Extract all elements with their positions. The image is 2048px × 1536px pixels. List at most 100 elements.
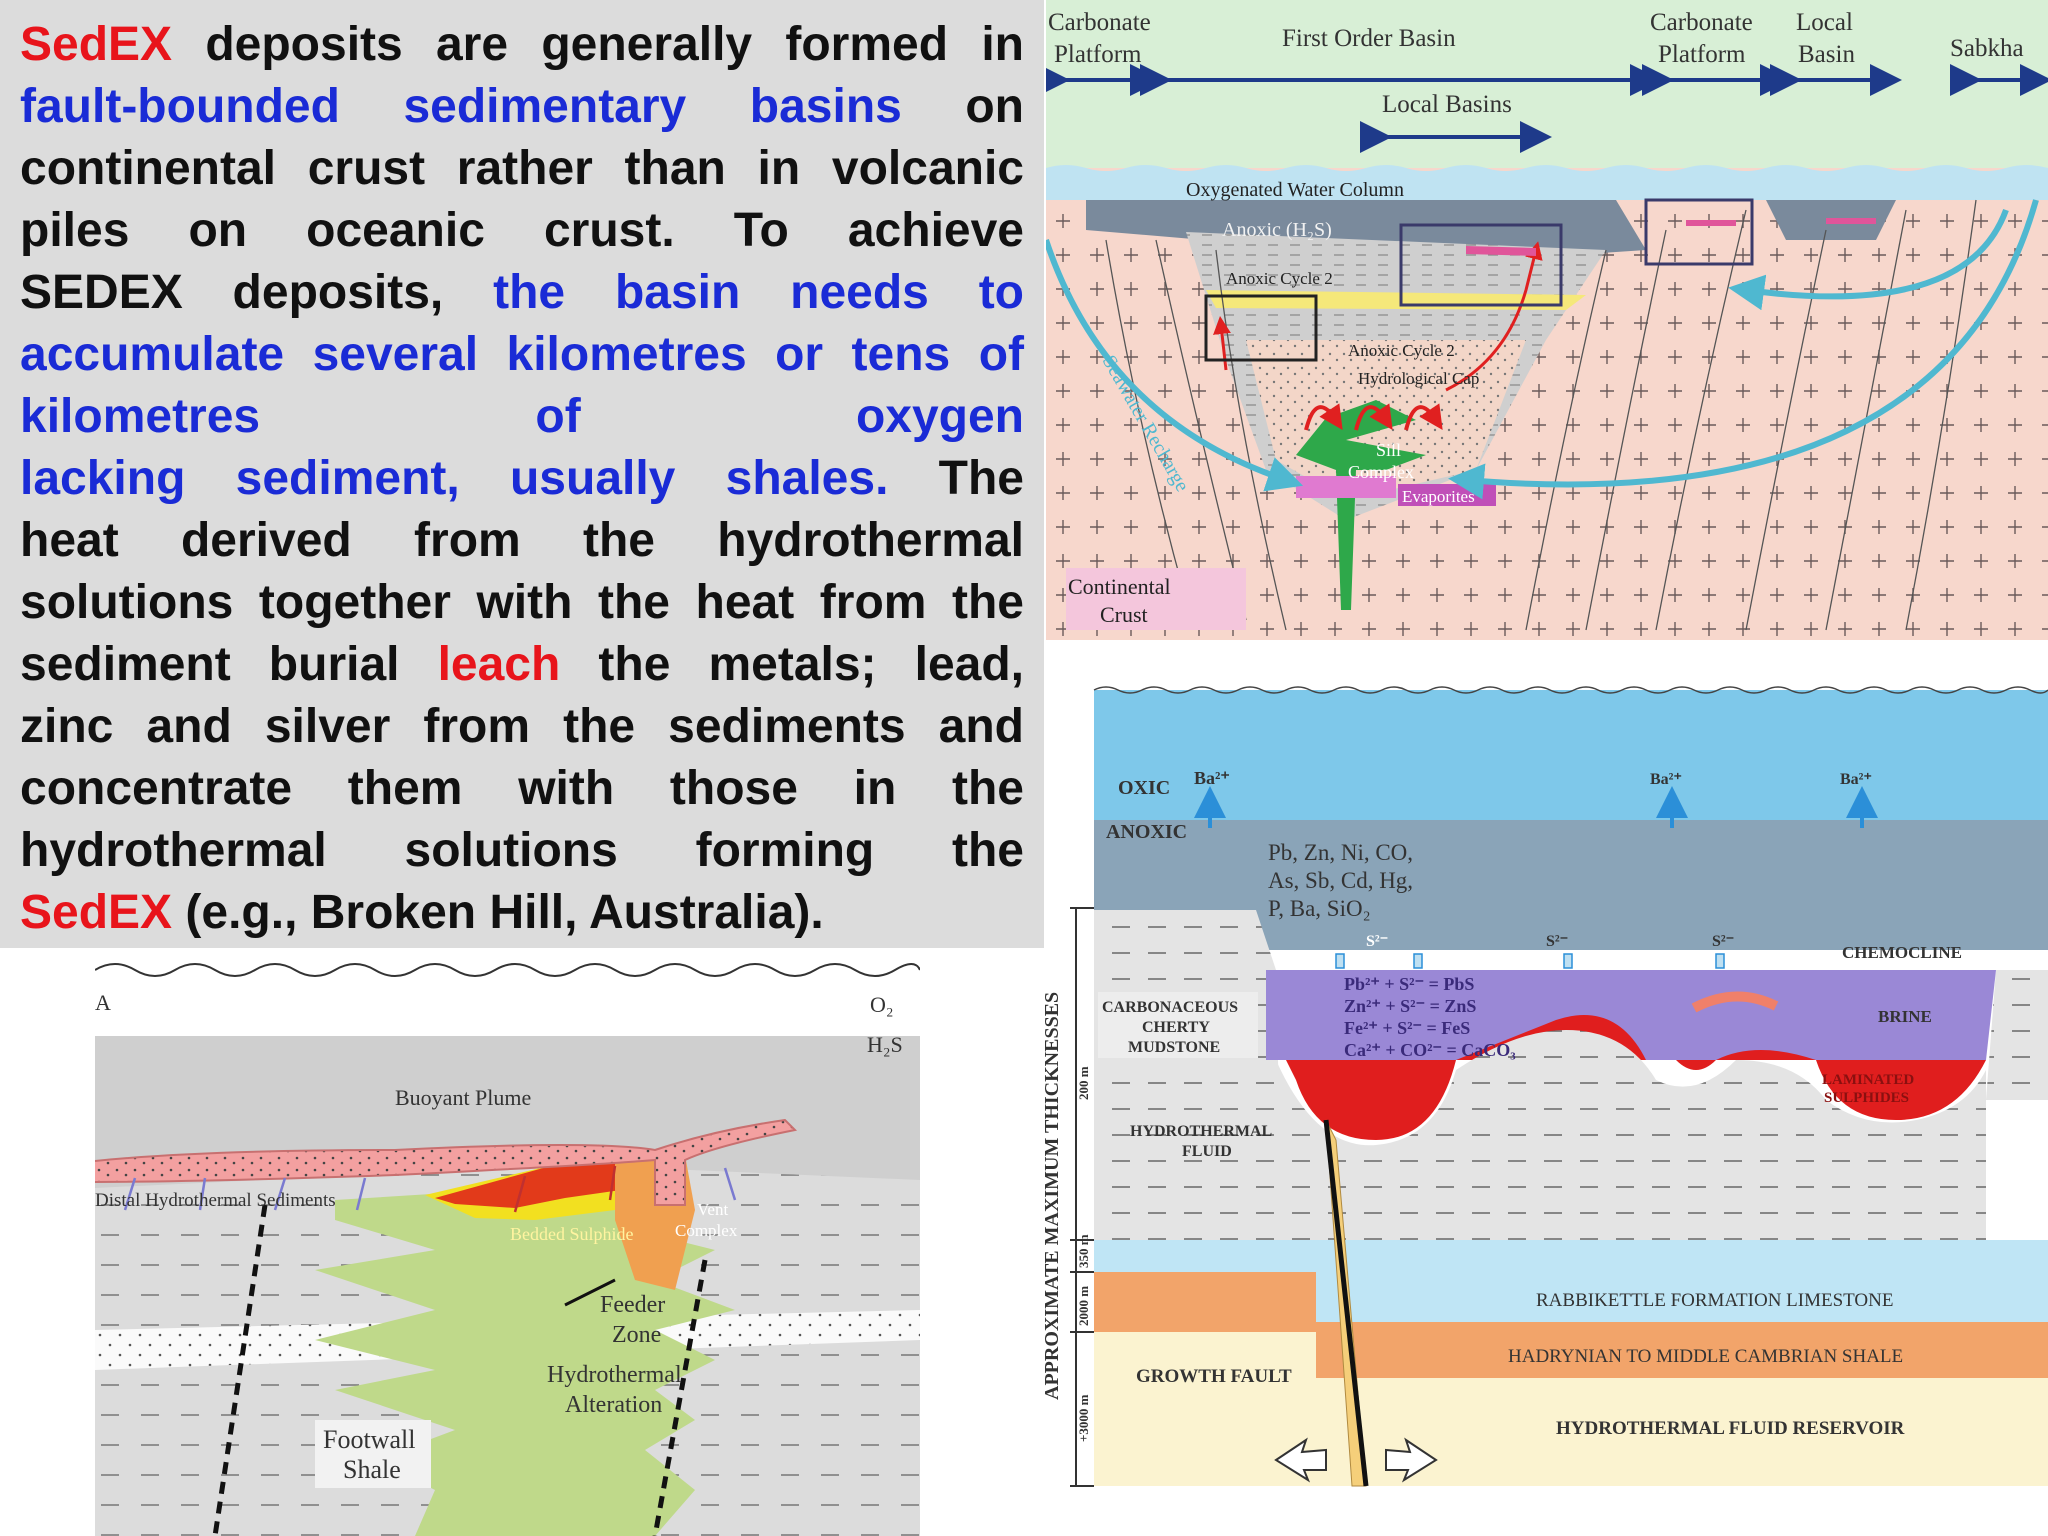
label-sabkha: Sabkha — [1950, 35, 2024, 62]
text-line-13: concentrate them with those in the — [20, 762, 1024, 815]
sea-surface — [1093, 686, 2048, 694]
label-mudstone: MUDSTONE — [1128, 1039, 1220, 1056]
text-line-9: heat derived from the hydrothermal — [20, 514, 1024, 567]
label-anoxic-cycle-upper: Anoxic Cycle 2 — [1226, 269, 1333, 288]
text-line-10: solutions together with the heat from th… — [20, 576, 1024, 629]
label-feeder: Feeder — [600, 1292, 665, 1318]
label-band — [1046, 0, 2048, 168]
label-rabbikettle: RABBIKETTLE FORMATION LIMESTONE — [1536, 1290, 1893, 1311]
recharge-arrow-local — [1728, 208, 2009, 311]
label-s2-b: S²⁻ — [1546, 933, 1568, 950]
label-reservoir: HYDROTHERMAL FLUID RESERVOIR — [1556, 1418, 1905, 1439]
text-line-15: SedEX (e.g., Broken Hill, Australia). — [20, 886, 824, 939]
fluid-path-arrow-left — [1213, 316, 1231, 371]
mudstone-label-bg — [1098, 992, 1258, 1058]
text-line-6: accumulate several kilometres or tens of — [20, 328, 1024, 381]
sulphide-ion-markers — [1335, 953, 1725, 969]
fault-lines — [1105, 199, 1977, 631]
label-h2s: H₂S — [867, 1032, 903, 1057]
label-distal: Distal Hydrothermal Sediments — [95, 1190, 336, 1211]
label-ba-3: Ba²⁺ — [1840, 771, 1872, 788]
fallout-arrows — [123, 1167, 737, 1211]
rabbikettle-limestone — [1316, 1272, 2048, 1322]
label-continental: Continental — [1068, 574, 1171, 599]
sulphide-lens-far — [1826, 218, 1876, 224]
footwall-label-bg — [315, 1420, 431, 1488]
label-s2-a: S²⁻ — [1366, 933, 1388, 950]
label-oxygenated-water: Oxygenated Water Column — [1186, 179, 1404, 201]
oxic-layer — [1094, 690, 2048, 820]
label-complex: Complex — [1348, 462, 1414, 482]
thickness-ticks — [1070, 907, 1094, 1487]
label-hydrothermal-fluid-2: FLUID — [1182, 1143, 1232, 1160]
extent-arrows — [1046, 64, 2048, 153]
detail-box-right — [1644, 198, 1754, 266]
bedded-sulphide-red — [435, 1155, 645, 1208]
label-bedded-sulphide: Bedded Sulphide — [510, 1224, 634, 1244]
sill-complex — [1296, 400, 1426, 610]
text-line-12: zinc and silver from the sediments and — [20, 700, 1024, 753]
label-vent: Vent — [697, 1200, 728, 1219]
detail-box-center — [1399, 223, 1563, 307]
label-axis-title: APPROXIMATE MAXIMUM THICKNESSES — [1041, 992, 1063, 1400]
text-line-8: lacking sediment, usually shales. The — [20, 452, 1024, 505]
text-line-4: piles on oceanic crust. To achieve — [20, 204, 1024, 257]
label-hydrothermal-fluid-1: HYDROTHERMAL — [1130, 1123, 1272, 1140]
label-zone: Zone — [612, 1322, 661, 1348]
label-hydrothermal: Hydrothermal — [547, 1362, 682, 1388]
label-a: A — [95, 990, 111, 1015]
detail-box-left — [1204, 294, 1318, 362]
left-growth-fault — [212, 1204, 268, 1536]
convection-arrows — [1304, 403, 1443, 431]
water-surface — [95, 963, 920, 977]
text-line-3: continental crust rather than in volcani… — [20, 142, 1024, 195]
recharge-arrow-right — [1448, 199, 2039, 500]
seawater-recharge-arrow — [1046, 239, 1304, 492]
hydrothermal-fluid-reservoir — [1316, 1378, 2048, 1486]
text-line-2: fault-bounded sedimentary basins on — [20, 80, 1024, 133]
label-350m: 350 m — [1076, 1234, 1091, 1268]
brine-layer — [1266, 970, 1996, 1060]
mudstone-right — [1986, 970, 2048, 1100]
label-cherty: CHERTY — [1142, 1019, 1210, 1036]
label-sulphides: SULPHIDES — [1824, 1090, 1909, 1106]
label-local-basins: Local Basins — [1382, 91, 1512, 118]
brine-flow-arrow — [1691, 991, 1779, 1013]
label-anoxic-cycle-lower: Anoxic Cycle 2 — [1348, 341, 1455, 360]
buoyant-plume — [95, 1118, 798, 1206]
label-o2: O₂ — [870, 992, 894, 1017]
sulphide-lens-center — [1466, 246, 1536, 256]
text-line-5: SEDEX deposits, the basin needs to — [20, 266, 1025, 319]
vent-complex-diagram: A O₂ H₂S Buoyant Plume Distal Hydrotherm… — [95, 950, 920, 1536]
label-anoxic: Anoxic (H₂S) — [1222, 219, 1332, 241]
inflow-arrow-left — [1274, 1437, 1327, 1483]
brine-pool-model-diagram: OXIC ANOXIC Ba²⁺ Ba²⁺ Ba²⁺ Pb, Zn, Ni, C… — [1041, 686, 2048, 1487]
label-reaction-3: Fe²⁺ + S²⁻ = FeS — [1344, 1018, 1470, 1038]
label-carbonate-platform-left-2: Platform — [1054, 41, 1142, 68]
label-2000m: 2000 m — [1076, 1286, 1091, 1326]
label-carbonate-platform-right-2: Platform — [1658, 41, 1746, 68]
laminated-sulphides-red — [1286, 1015, 1986, 1140]
label-hydrological-cap: Hydrological Cap — [1358, 369, 1479, 388]
label-complex: Complex — [675, 1221, 738, 1240]
right-growth-fault — [652, 1259, 708, 1536]
text-line-14: hydrothermal solutions forming the — [20, 824, 1024, 877]
label-brine: BRINE — [1878, 1007, 1932, 1026]
label-3000m: +3000 m — [1076, 1394, 1091, 1442]
feeder-zone-pointer — [564, 1278, 616, 1307]
label-sill: Sill — [1376, 440, 1401, 460]
label-ba-1: Ba²⁺ — [1194, 768, 1230, 788]
hadrynian-shale-left — [1094, 1272, 1316, 1332]
evaporites-layer — [1296, 476, 1396, 498]
description-text-box: SedEX deposits are generally formed in f… — [0, 0, 1044, 948]
sulphide-lens-right — [1686, 220, 1736, 226]
hadrynian-shale — [1316, 1322, 2048, 1378]
rabbikettle-limestone-left — [1094, 1240, 2048, 1272]
fluid-path-arrow — [1445, 241, 1543, 392]
continental-crust-label-bg — [1066, 568, 1246, 630]
barium-arrows — [1194, 786, 1878, 828]
label-reaction-2: Zn²⁺ + S²⁻ = ZnS — [1344, 996, 1476, 1016]
label-alteration: Alteration — [565, 1392, 662, 1418]
label-metals-3: P, Ba, SiO₂ — [1268, 896, 1371, 921]
label-evaporites: Evaporites — [1402, 487, 1475, 506]
